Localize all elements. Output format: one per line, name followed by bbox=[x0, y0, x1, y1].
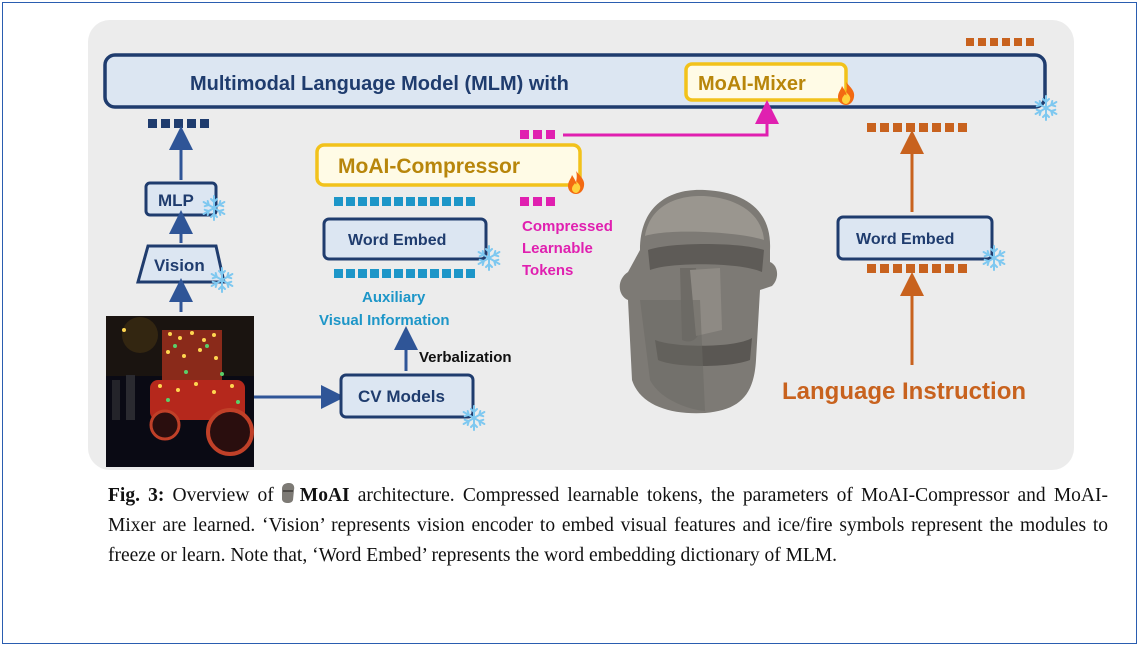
language-instruction-label: Language Instruction bbox=[782, 378, 1026, 405]
word-embed-left-box bbox=[322, 217, 488, 261]
moai-statue-icon bbox=[619, 189, 778, 414]
mlm-label: Multimodal Language Model (MLM) with bbox=[190, 73, 569, 95]
compressed-line2: Learnable bbox=[522, 240, 593, 257]
instruction-tokens-top bbox=[867, 123, 967, 132]
moai-mixer-label: MoAI-Mixer bbox=[698, 73, 806, 95]
moai-mini-icon bbox=[281, 483, 295, 503]
caption-text-a: Overview of bbox=[172, 485, 274, 506]
cv-models-box bbox=[339, 373, 475, 419]
word-embed-right-box bbox=[836, 215, 994, 261]
aux-info-line2: Visual Information bbox=[319, 312, 450, 329]
vision-label: Vision bbox=[154, 256, 205, 275]
compressed-line1: Compressed bbox=[522, 218, 613, 235]
compressed-tokens-bottom bbox=[520, 197, 555, 206]
caption-text-b: architecture. Compressed learnable token… bbox=[108, 485, 1108, 566]
aux-info-line1: Auxiliary bbox=[362, 289, 426, 306]
cv-models-label: CV Models bbox=[358, 387, 445, 406]
moai-compressor-box bbox=[315, 143, 582, 187]
word-embed-right-label: Word Embed bbox=[856, 231, 954, 248]
mlp-label: MLP bbox=[158, 191, 194, 210]
compressed-line3: Tokens bbox=[522, 262, 573, 279]
figure-caption: Fig. 3: Overview of MoAI architecture. Co… bbox=[108, 481, 1108, 571]
caption-moai-name: MoAI bbox=[299, 485, 350, 506]
moai-compressor-label: MoAI-Compressor bbox=[338, 155, 520, 178]
output-tokens bbox=[966, 38, 1034, 46]
aux-tokens-bottom bbox=[334, 269, 475, 278]
arrow-compressed-to-mixer bbox=[563, 100, 779, 137]
word-embed-left-label: Word Embed bbox=[348, 232, 446, 249]
compressed-tokens-top bbox=[520, 130, 555, 139]
vision-tokens bbox=[148, 119, 209, 128]
verbalization-label: Verbalization bbox=[419, 349, 512, 366]
aux-tokens-top bbox=[334, 197, 475, 206]
input-image bbox=[106, 316, 254, 467]
caption-fig-label: Fig. 3: bbox=[108, 485, 165, 506]
instruction-tokens-bottom bbox=[867, 264, 967, 273]
